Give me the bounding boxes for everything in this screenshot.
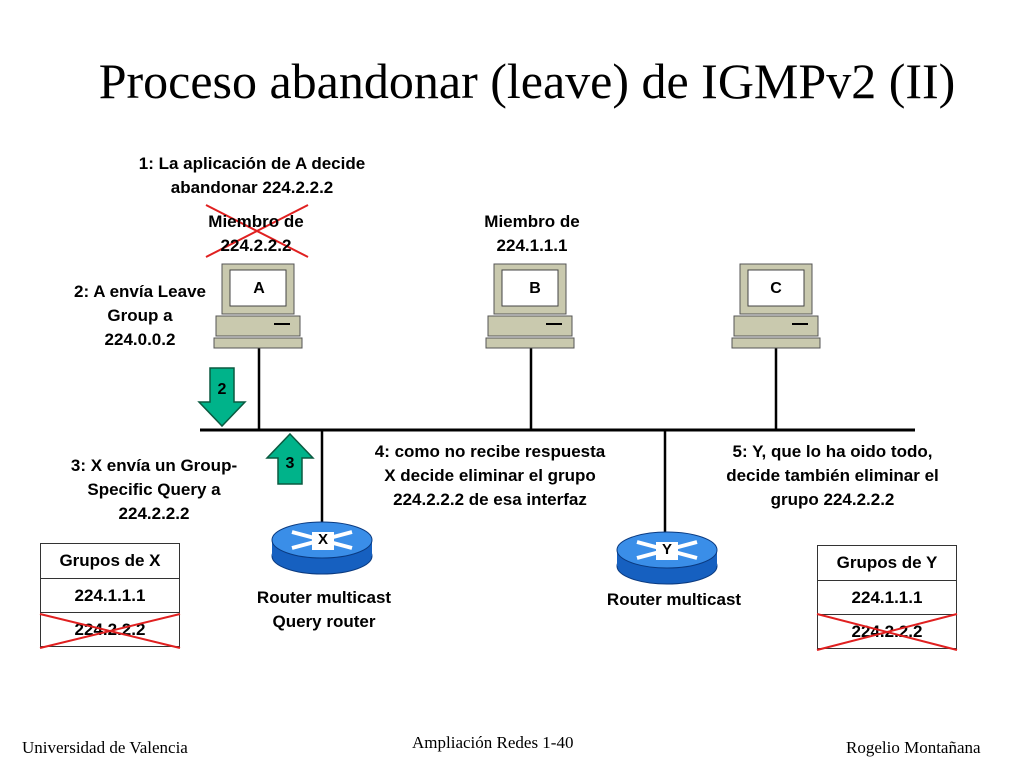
step2-text: 2: A envía Leave Group a 224.0.0.2 [40,280,240,352]
query-arrow-icon [265,432,315,485]
step1-line2: abandonar 224.2.2.2 [170,178,334,197]
member-a-line1: Miembro de [208,212,304,231]
groups-x-table: Grupos de X 224.1.1.1 224.2.2.2 [40,543,180,647]
step3-line2: Specific Query a [87,480,221,499]
router-x-label-line2: Query router [272,612,376,631]
computer-b-icon [485,263,575,349]
step4-line3: 224.2.2.2 de esa interfaz [393,490,587,509]
member-a-line2: 224.2.2.2 [220,236,292,255]
host-a-label: A [253,280,265,297]
groups-x-row-2: 224.2.2.2 [41,613,179,646]
step4-line2: X decide eliminar el grupo [384,466,596,485]
computer-a-icon [213,263,303,349]
step2-line3: 224.0.0.2 [104,330,176,349]
leave-arrow-icon [197,367,247,428]
footer-right: Rogelio Montañana [846,738,981,757]
groups-x-row-1: 224.1.1.1 [41,579,179,613]
groups-y-header: Grupos de Y [818,546,956,581]
query-arrow-number: 3 [285,455,295,472]
groups-y-row-2: 224.2.2.2 [818,615,956,648]
step5-line2: decide también eliminar el [726,466,939,485]
footer-left: Universidad de Valencia [22,738,188,757]
step5-line1: 5: Y, que lo ha oido todo, [732,442,933,461]
step5-text: 5: Y, que lo ha oido todo, decide tambié… [690,440,975,512]
step2-line2: Group a [107,306,173,325]
groups-x-header: Grupos de X [41,544,179,579]
step5-line3: grupo 224.2.2.2 [770,490,895,509]
router-x-name: X [317,531,328,548]
step4-text: 4: como no recibe respuesta X decide eli… [340,440,640,512]
member-a-text: Miembro de 224.2.2.2 [176,210,336,258]
step2-line1: 2: A envía Leave [74,282,206,301]
leave-arrow-number: 2 [217,381,227,398]
member-a-strike-icon [205,204,309,258]
router-x-icon [271,521,373,575]
computer-c-icon [731,263,821,349]
step3-line3: 224.2.2.2 [118,504,190,523]
groups-y-row-1: 224.1.1.1 [818,581,956,615]
router-y-icon [616,531,718,585]
member-b-line1: Miembro de [484,212,580,231]
step1-text: 1: La aplicación de A decide abandonar 2… [92,152,412,200]
footer-center: Ampliación Redes 1-40 [412,733,574,752]
step4-line1: 4: como no recibe respuesta [374,442,606,461]
router-y-label: Router multicast [574,588,774,612]
member-b-text: Miembro de 224.1.1.1 [452,210,612,258]
step3-text: 3: X envía un Group- Specific Query a 22… [34,454,274,526]
groups-y-table: Grupos de Y 224.1.1.1 224.2.2.2 [817,545,957,649]
host-b-label: B [529,280,541,297]
router-x-label-line1: Router multicast [256,588,392,607]
step3-line1: 3: X envía un Group- [70,456,238,475]
router-y-name: Y [661,541,672,558]
slide-title: Proceso abandonar (leave) de IGMPv2 (II) [98,53,956,109]
router-y-label-line1: Router multicast [606,590,742,609]
host-c-label: C [770,280,782,297]
router-x-label: Router multicast Query router [224,586,424,634]
member-b-line2: 224.1.1.1 [496,236,568,255]
step1-line1: 1: La aplicación de A decide [138,154,366,173]
